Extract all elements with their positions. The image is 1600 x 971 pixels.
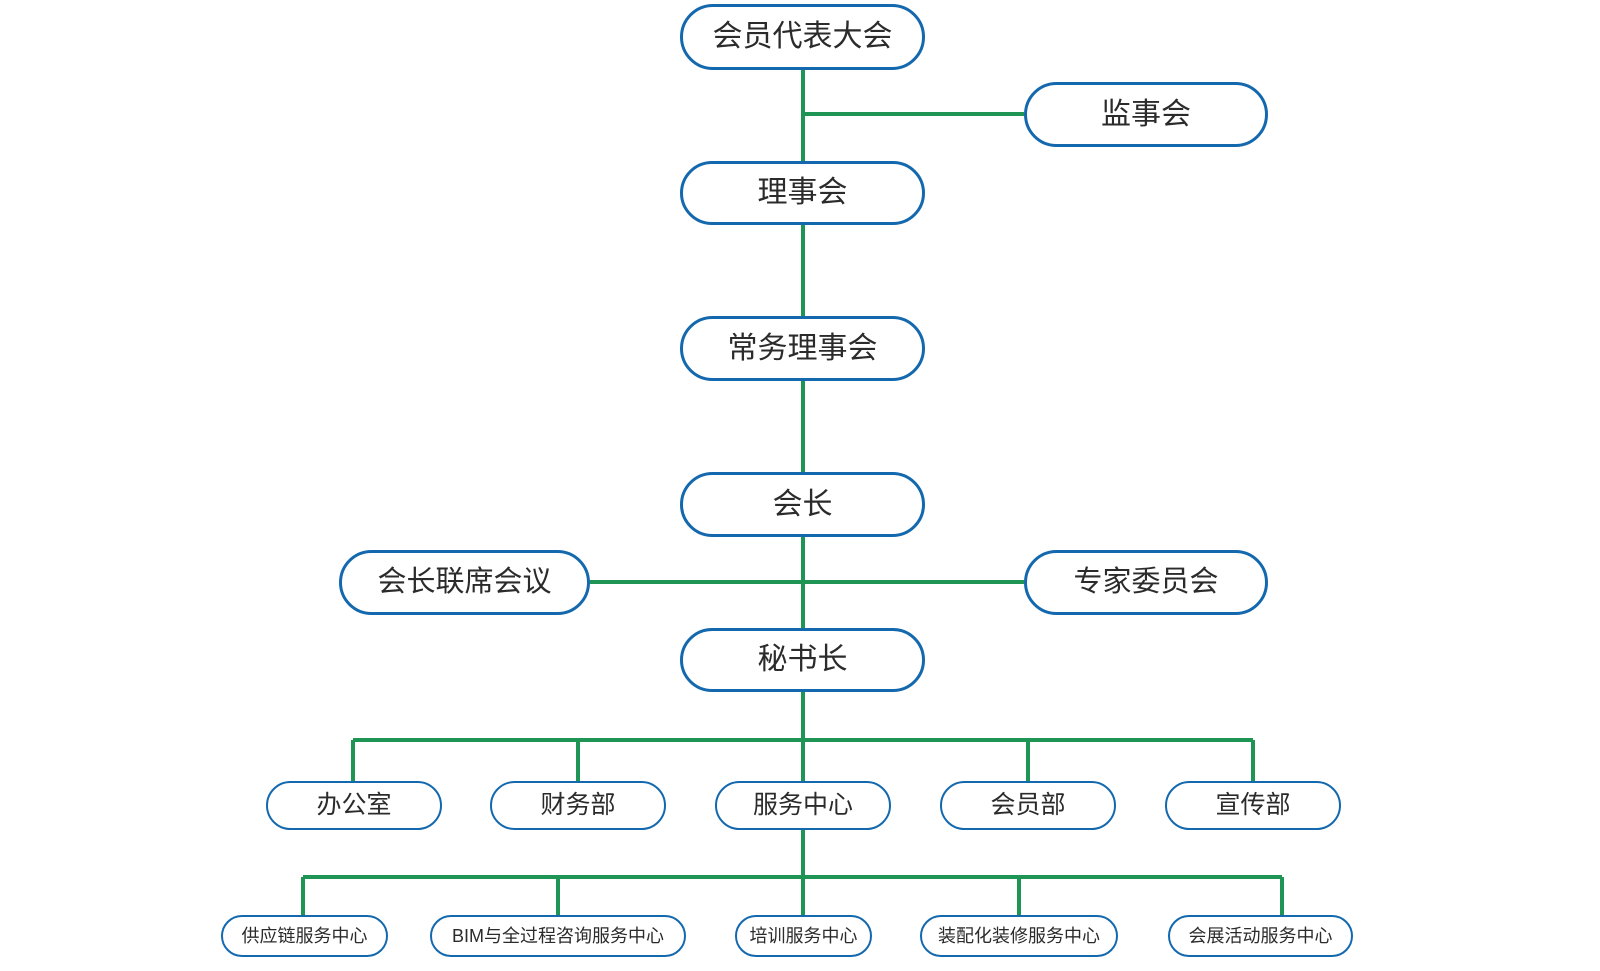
- org-node-expert-committee[interactable]: 专家委员会: [1024, 550, 1268, 615]
- org-node-prefab[interactable]: 装配化装修服务中心: [920, 915, 1118, 957]
- org-node-supervisory[interactable]: 监事会: [1024, 82, 1268, 147]
- org-node-exhibition[interactable]: 会展活动服务中心: [1168, 915, 1353, 957]
- org-node-training[interactable]: 培训服务中心: [735, 915, 872, 957]
- org-node-president[interactable]: 会长: [680, 472, 925, 537]
- org-node-council[interactable]: 理事会: [680, 161, 925, 225]
- org-node-bim[interactable]: BIM与全过程咨询服务中心: [430, 915, 686, 957]
- org-node-standing-council[interactable]: 常务理事会: [680, 316, 925, 381]
- org-node-finance[interactable]: 财务部: [490, 781, 666, 830]
- org-node-service-center[interactable]: 服务中心: [715, 781, 891, 830]
- org-node-supply-chain[interactable]: 供应链服务中心: [221, 915, 388, 957]
- org-node-joint-meeting[interactable]: 会长联席会议: [339, 550, 590, 615]
- org-node-membership[interactable]: 会员部: [940, 781, 1116, 830]
- org-node-assembly[interactable]: 会员代表大会: [680, 4, 925, 70]
- org-node-secretary-general[interactable]: 秘书长: [680, 628, 925, 692]
- org-node-publicity[interactable]: 宣传部: [1165, 781, 1341, 830]
- org-node-office[interactable]: 办公室: [266, 781, 442, 830]
